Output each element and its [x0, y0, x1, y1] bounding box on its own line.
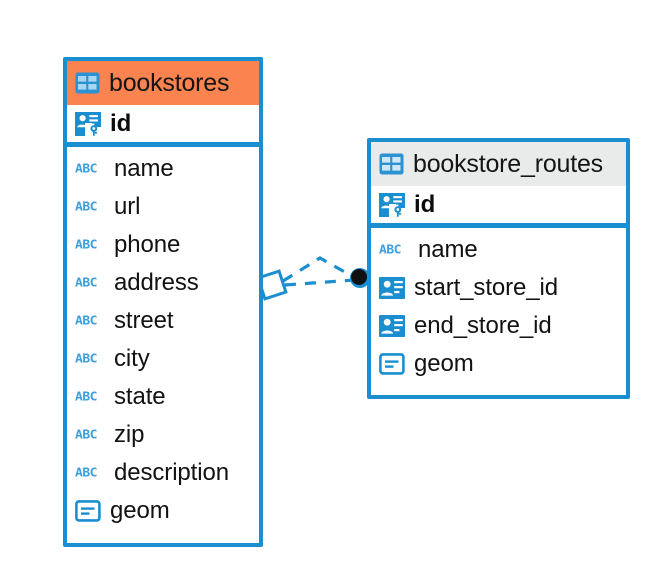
entity-bookstore-routes[interactable]: bookstore_routes: [367, 138, 630, 399]
field-label: end_store_id: [414, 312, 552, 339]
abc-icon: ABC: [75, 276, 97, 290]
entity-title: bookstore_routes: [413, 149, 603, 178]
abc-icon: ABC: [75, 200, 97, 214]
field-label: description: [114, 459, 229, 486]
field-row[interactable]: ABC name: [67, 150, 259, 188]
field-label: state: [114, 383, 166, 410]
field-list: ABC name start_store_id: [371, 228, 626, 387]
field-row[interactable]: end_store_id: [371, 307, 626, 345]
field-row[interactable]: ABC zip: [67, 416, 259, 454]
foreign-key-icon: [379, 277, 405, 299]
field-label: name: [114, 155, 174, 182]
entity-header-bookstore-routes[interactable]: bookstore_routes: [371, 142, 626, 186]
field-label: address: [114, 269, 199, 296]
abc-icon: ABC: [75, 390, 97, 404]
field-row[interactable]: ABC url: [67, 188, 259, 226]
field-label: geom: [414, 350, 474, 377]
primary-key-icon: [75, 111, 101, 136]
field-row[interactable]: ABC name: [371, 231, 626, 269]
field-label: start_store_id: [414, 274, 559, 301]
entity-title: bookstores: [109, 68, 230, 97]
field-row[interactable]: geom: [371, 345, 626, 383]
abc-icon: ABC: [75, 352, 97, 366]
geometry-icon: [75, 500, 101, 522]
geometry-icon: [379, 353, 405, 375]
abc-icon: ABC: [75, 466, 97, 480]
entity-header-bookstores[interactable]: bookstores: [67, 61, 259, 105]
field-row[interactable]: ABC street: [67, 302, 259, 340]
field-row[interactable]: ABC state: [67, 378, 259, 416]
field-label: url: [114, 193, 141, 220]
foreign-key-icon: [379, 315, 405, 337]
primary-key-label: id: [414, 190, 436, 218]
field-label: geom: [110, 497, 170, 524]
abc-icon: ABC: [75, 162, 97, 176]
field-row[interactable]: ABC phone: [67, 226, 259, 264]
abc-icon: ABC: [75, 238, 97, 252]
field-list: ABC name ABC url ABC phone ABC address A…: [67, 147, 259, 534]
field-label: phone: [114, 231, 181, 258]
field-row[interactable]: ABC description: [67, 454, 259, 492]
table-icon: [75, 72, 100, 94]
field-label: city: [114, 345, 150, 372]
abc-icon: ABC: [75, 428, 97, 442]
field-row[interactable]: ABC address: [67, 264, 259, 302]
field-row[interactable]: ABC city: [67, 340, 259, 378]
field-label: street: [114, 307, 174, 334]
field-row[interactable]: start_store_id: [371, 269, 626, 307]
primary-key-icon: [379, 192, 405, 217]
field-label: name: [418, 236, 478, 263]
field-label: zip: [114, 421, 145, 448]
abc-icon: ABC: [75, 314, 97, 328]
abc-icon: ABC: [379, 243, 401, 257]
primary-key-row[interactable]: id: [371, 186, 626, 228]
relationship-line-upper: [282, 256, 358, 283]
primary-key-row[interactable]: id: [67, 105, 259, 147]
entity-bookstores[interactable]: bookstores id: [63, 57, 263, 547]
table-icon: [379, 153, 404, 175]
primary-key-label: id: [110, 109, 132, 137]
relationship-line-lower: [284, 278, 355, 287]
field-row[interactable]: geom: [67, 492, 259, 530]
